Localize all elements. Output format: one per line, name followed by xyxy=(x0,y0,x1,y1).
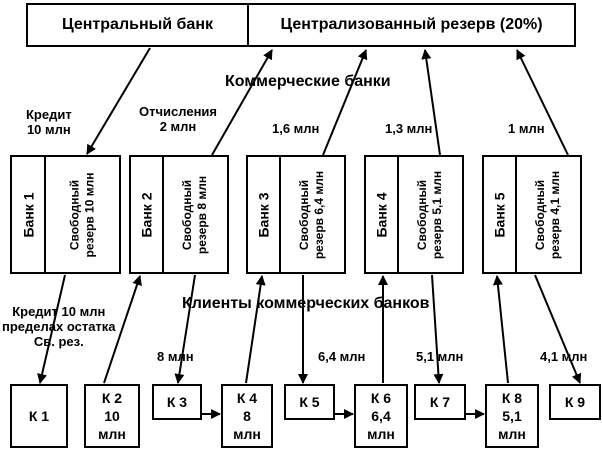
client-box-7: К 7 xyxy=(414,384,466,420)
bank-name: Банк 4 xyxy=(373,192,390,237)
client-amount: 10 xyxy=(104,408,120,424)
deposit-arrow-k4-bank3 xyxy=(245,275,266,384)
bank-reserve: Свободный резерв 10 млн xyxy=(67,172,97,257)
deduction-arrow-bank2 xyxy=(211,49,273,156)
client-name: К 2 xyxy=(101,390,123,406)
bank-2: Банк 2 Свободный резерв 8 млн xyxy=(129,155,229,274)
loan-arrow-bank4-k7 xyxy=(431,274,444,384)
client-name: К 7 xyxy=(429,394,451,410)
deduction-arrow-bank3 xyxy=(322,49,368,156)
header-box: Центральный банк Централизованный резерв… xyxy=(26,3,576,47)
bank-reserve: Свободный резерв 5,1 млн xyxy=(415,170,445,259)
client-box-2: К 2 10 млн xyxy=(84,384,140,448)
loan-bank5-label: 4,1 млн xyxy=(540,349,588,364)
bank-3: Банк 3 Свободный резерв 6,4 млн xyxy=(246,155,346,274)
client-unit: млн xyxy=(233,426,261,442)
bank-4: Банк 4 Свободный резерв 5,1 млн xyxy=(364,155,464,274)
central-reserve-label: Централизованный резерв (20%) xyxy=(280,16,543,33)
client-box-1: К 1 xyxy=(10,384,68,448)
loan-bank3-label: 6,4 млн xyxy=(318,349,366,364)
client-box-3: К 3 xyxy=(152,384,202,420)
central-bank-cell: Центральный банк xyxy=(28,5,249,45)
deduction-arrow-bank5 xyxy=(516,49,569,156)
loan-arrow-bank1-k1 xyxy=(37,274,66,384)
deduction-arrow-bank4 xyxy=(421,49,441,156)
client-box-8: К 8 5,1 млн xyxy=(485,384,539,448)
bank-reserve: Свободный резерв 6,4 млн xyxy=(297,170,327,259)
bank-5: Банк 5 Свободный резерв 4,1 млн xyxy=(482,155,582,274)
credit-label: Кредит 10 млн xyxy=(26,107,72,137)
loan-note: Кредит 10 млн пределах остатка Св. рез. xyxy=(2,304,116,349)
credit-arrow xyxy=(86,47,151,155)
client-amount: 6,4 xyxy=(371,408,391,424)
bank-1: Банк 1 Свободный резерв 10 млн xyxy=(10,155,121,274)
client-amount: 5,1 xyxy=(502,408,522,424)
client-name: К 8 xyxy=(501,390,523,406)
deduction-bank3-label: 1,6 млн xyxy=(272,121,320,136)
commercial-banks-title: Коммерческие банки xyxy=(225,73,391,90)
bank-name: Банк 2 xyxy=(138,192,155,237)
deduction-label: Отчисления 2 млн xyxy=(139,104,217,134)
loan-bank4-label: 5,1 млн xyxy=(416,349,464,364)
client-unit: млн xyxy=(98,426,126,442)
bank-name: Банк 1 xyxy=(20,192,36,237)
client-unit: млн xyxy=(367,426,395,442)
client-name: К 6 xyxy=(370,390,392,406)
loan-bank2-label: 8 млн xyxy=(157,349,194,364)
loan-arrow-bank2-k3 xyxy=(174,274,196,384)
client-box-6: К 6 6,4 млн xyxy=(354,384,408,448)
clients-title: Клиенты коммерческих банков xyxy=(182,295,430,312)
client-amount: 8 xyxy=(243,408,251,424)
client-name: К 1 xyxy=(28,408,50,424)
loan-arrow-bank5-k9 xyxy=(534,274,582,384)
client-box-4: К 4 8 млн xyxy=(221,384,273,448)
deduction-bank5-label: 1 млн xyxy=(508,121,545,136)
client-name: К 4 xyxy=(236,390,258,406)
bank-reserve: Свободный резерв 4,1 млн xyxy=(533,170,563,259)
bank-name: Банк 3 xyxy=(255,192,272,237)
client-name: К 9 xyxy=(564,394,586,410)
client-name: К 3 xyxy=(166,394,188,410)
client-unit: млн xyxy=(498,426,526,442)
client-box-9: К 9 xyxy=(549,384,601,420)
client-name: К 5 xyxy=(299,394,320,410)
client-box-5: К 5 xyxy=(284,384,335,420)
bank-reserve: Свободный резерв 8 млн xyxy=(180,175,210,254)
deduction-bank4-label: 1,3 млн xyxy=(385,121,433,136)
deposit-arrow-k8-bank5 xyxy=(492,275,509,384)
central-reserve-cell: Централизованный резерв (20%) xyxy=(249,5,574,45)
bank-name: Банк 5 xyxy=(491,192,508,237)
deposit-arrow-k2-bank2 xyxy=(103,275,142,384)
central-bank-label: Центральный банк xyxy=(61,16,213,33)
